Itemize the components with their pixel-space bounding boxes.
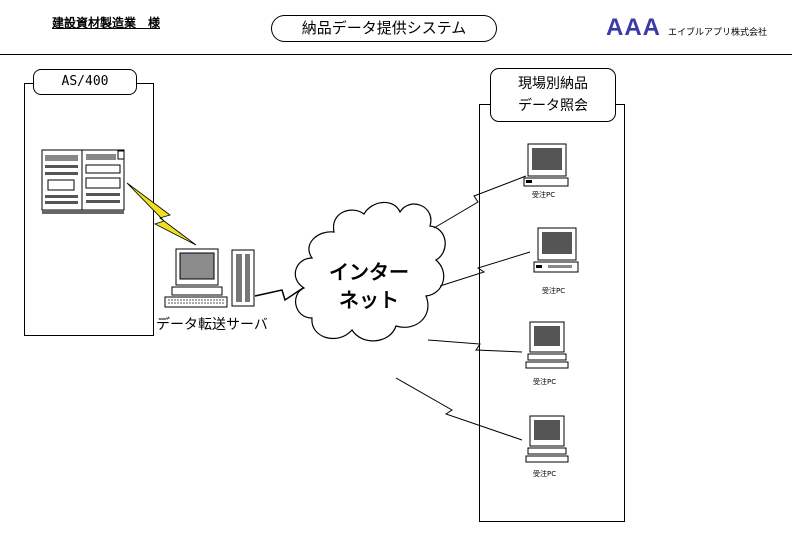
pc2-link-line [439,251,531,287]
internet-label-line1: インター [329,260,409,284]
internet-label: インター ネット [324,258,414,314]
pc3-link-line [427,339,523,353]
customer-name: 建設資材製造業 様 [52,16,161,30]
header-divider [0,54,792,55]
site-inquiry-label-line2: データ照会 [518,98,588,114]
site-inquiry-label: 現場別納品 データ照会 [490,68,616,122]
as400-label: AS/400 [33,69,137,95]
pc-label: 受注PC [533,378,557,386]
internet-label-line2: ネット [339,288,399,312]
server-link-line [254,281,313,302]
site-inquiry-label-line1: 現場別納品 [518,76,588,92]
transfer-server-icon [164,248,255,308]
pc-label: 受注PC [542,287,566,295]
system-title: 納品データ提供システム [271,15,497,42]
pc-label: 受注PC [532,191,556,199]
pc-label: 受注PC [533,470,557,478]
pc4-link-line [395,377,523,441]
internet-cloud-icon [294,201,446,342]
transfer-server-label: データ転送サーバ [156,317,268,333]
company-name: エイブルアプリ株式会社 [668,28,768,38]
pc-icon [523,143,569,187]
company-logo: AAA [606,14,661,41]
pc-icon [525,415,569,463]
pc1-link-line [433,175,527,229]
lightning-link-icon [126,182,197,246]
pc-icon [525,321,569,369]
pc-icon [533,227,579,273]
as400-mainframe-icon [41,149,125,214]
